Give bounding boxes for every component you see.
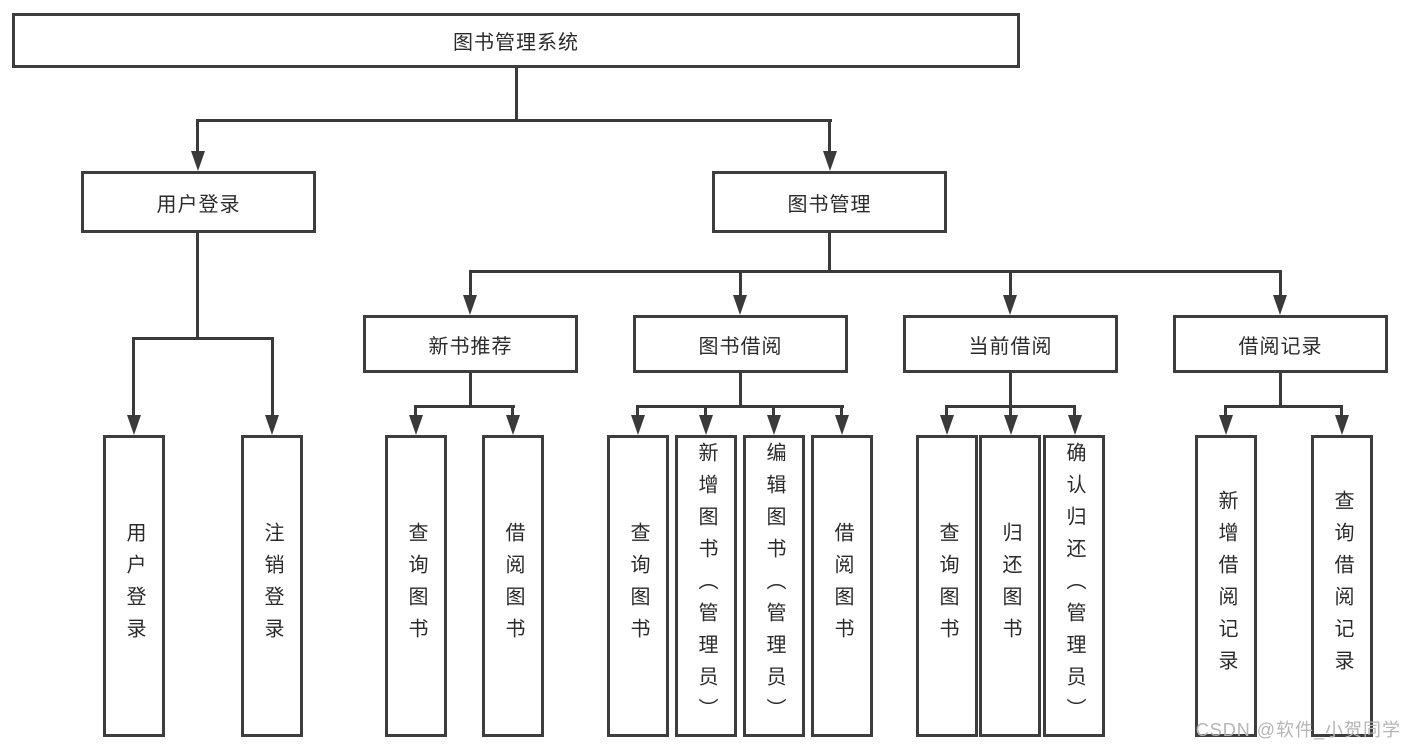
arrowhead-down-icon	[463, 295, 477, 315]
arrowhead-down-icon	[1273, 295, 1287, 315]
arrowhead-down-icon	[1335, 415, 1349, 435]
leaf-edit-book-admin: 编辑图书（管理员）	[743, 435, 805, 737]
node-book-borrow: 图书借阅	[633, 315, 848, 373]
arrowhead-down-icon	[940, 415, 954, 435]
leaf-query-books-borrow: 查询图书	[607, 435, 669, 737]
arrowhead-down-icon	[699, 415, 713, 435]
node-label: 图书借阅	[698, 335, 783, 358]
leaf-add-book-admin: 新增图书（管理员）	[675, 435, 737, 737]
leaf-label: 归还图书	[999, 522, 1021, 650]
connector-line	[739, 373, 742, 407]
connector-line	[511, 405, 514, 417]
connector-line	[271, 337, 274, 417]
connector-line	[772, 405, 775, 417]
leaf-query-books-current: 查询图书	[916, 435, 978, 737]
leaf-return-book: 归还图书	[979, 435, 1041, 737]
arrowhead-down-icon	[127, 415, 141, 435]
arrowhead-down-icon	[1219, 415, 1233, 435]
leaf-logout: 注销登录	[241, 435, 303, 737]
arrowhead-down-icon	[835, 415, 849, 435]
arrowhead-down-icon	[506, 415, 520, 435]
leaf-label: 借阅图书	[831, 522, 853, 650]
leaf-query-borrow-record: 查询借阅记录	[1311, 435, 1373, 737]
leaf-confirm-return-admin: 确认归还（管理员）	[1043, 435, 1105, 737]
leaf-borrow-books-recommend: 借阅图书	[482, 435, 544, 737]
watermark-text: CSDN @软件_小贺同学	[1195, 720, 1401, 740]
connector-line	[945, 405, 948, 417]
connector-line	[469, 373, 472, 407]
connector-line	[1279, 270, 1282, 297]
leaf-label: 查询借阅记录	[1331, 490, 1353, 682]
connector-line	[1073, 405, 1076, 417]
arrowhead-down-icon	[823, 151, 837, 171]
node-label: 图书管理系统	[453, 32, 579, 54]
node-new-book-recommend: 新书推荐	[363, 315, 578, 373]
connector-line	[515, 68, 518, 121]
node-label: 借阅记录	[1238, 335, 1323, 358]
connector-line	[196, 119, 832, 122]
connector-line	[414, 405, 417, 417]
connector-line	[414, 405, 515, 408]
node-borrow-records: 借阅记录	[1173, 315, 1388, 373]
leaf-label: 注销登录	[261, 522, 283, 650]
connector-line	[1279, 373, 1282, 407]
arrowhead-down-icon	[265, 415, 279, 435]
leaf-label: 借阅图书	[502, 522, 524, 650]
node-current-borrow: 当前借阅	[903, 315, 1118, 373]
connector-line	[828, 119, 831, 152]
leaf-user-login: 用户登录	[103, 435, 165, 737]
node-library-management-system: 图书管理系统	[12, 13, 1020, 68]
node-label: 当前借阅	[968, 335, 1053, 358]
arrowhead-down-icon	[767, 415, 781, 435]
connector-line	[1340, 405, 1343, 417]
node-label: 图书管理	[787, 193, 872, 216]
arrowhead-down-icon	[191, 151, 205, 171]
connector-line	[1224, 405, 1343, 408]
connector-line	[1009, 373, 1012, 407]
leaf-label: 查询图书	[936, 522, 958, 650]
arrowhead-down-icon	[631, 415, 645, 435]
connector-line	[739, 270, 742, 297]
node-label: 用户登录	[156, 193, 241, 216]
leaf-label: 确认归还（管理员）	[1063, 442, 1085, 730]
arrowhead-down-icon	[409, 415, 423, 435]
arrowhead-down-icon	[733, 295, 747, 315]
connector-line	[196, 233, 199, 340]
arrowhead-down-icon	[1068, 415, 1082, 435]
connector-line	[636, 405, 639, 417]
arrowhead-down-icon	[1004, 415, 1018, 435]
node-label: 新书推荐	[428, 335, 513, 358]
connector-line	[636, 405, 844, 408]
connector-line	[1009, 270, 1012, 297]
node-book-management: 图书管理	[712, 171, 947, 233]
leaf-add-borrow-record: 新增借阅记录	[1195, 435, 1257, 737]
connector-line	[840, 405, 843, 417]
connector-line	[1009, 405, 1012, 417]
leaf-label: 用户登录	[123, 522, 145, 650]
leaf-label: 新增借阅记录	[1215, 490, 1237, 682]
connector-line	[132, 337, 135, 417]
connector-line	[469, 270, 1282, 273]
connector-line	[704, 405, 707, 417]
node-user-login: 用户登录	[81, 171, 316, 233]
leaf-label: 编辑图书（管理员）	[763, 442, 785, 730]
leaf-borrow-books: 借阅图书	[811, 435, 873, 737]
connector-line	[1224, 405, 1227, 417]
connector-line	[828, 233, 831, 272]
leaf-query-books-recommend: 查询图书	[385, 435, 447, 737]
leaf-label: 查询图书	[627, 522, 649, 650]
connector-line	[469, 270, 472, 297]
arrowhead-down-icon	[1003, 295, 1017, 315]
connector-line	[196, 119, 199, 152]
connector-line	[132, 337, 274, 340]
leaf-label: 新增图书（管理员）	[695, 442, 717, 730]
leaf-label: 查询图书	[405, 522, 427, 650]
